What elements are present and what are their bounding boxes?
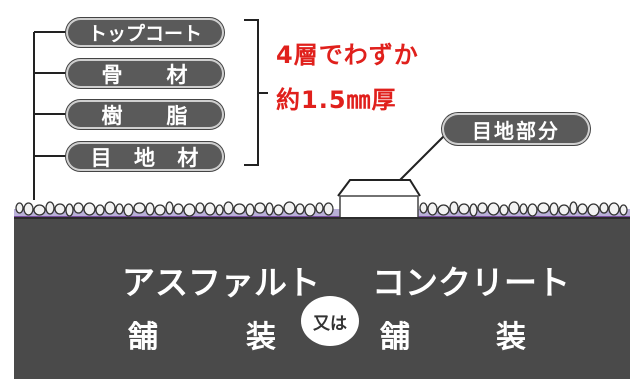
aggregate-stone [23,202,34,216]
aggregate-stone [499,204,509,216]
aggregate-stone [115,203,124,215]
aggregate-stone [154,204,166,216]
aggregate-stone [469,203,478,217]
aggregate-stone [183,203,196,217]
layer-aggregate-char-2: 材 [166,62,189,87]
joint-fill [339,195,419,220]
joint-label: 目地部分 [442,113,590,145]
aggregate-stone [133,202,146,214]
aggregate-stone [577,203,588,215]
aggregate-stone [295,203,305,215]
aggregate-stone [519,203,528,215]
aggregate-stone [233,203,246,215]
concrete-sub-1: 舗 [380,320,410,355]
aggregate-stone [54,203,66,215]
aggregate-stone [315,202,324,214]
aggregate-stone [273,204,284,216]
aggregate-stone [477,202,488,214]
aggregate-stone [449,201,459,215]
aggregate-stone [15,202,24,214]
aggregate-stone [549,202,559,216]
aggregate-stone [145,202,155,216]
aggregate-stone [283,201,296,215]
aggregate-stones [15,201,628,217]
aggregate-stone [608,202,620,216]
aggregate-stone [458,203,470,215]
aggregate-stone [254,202,266,214]
aggregate-stone [173,203,184,215]
aggregate-stone [587,203,600,217]
aggregate-stone [304,203,316,217]
spec-line-2: 約1.5㎜厚 [276,86,397,114]
aggregate-stone [427,202,438,216]
layer-joint-material-char-3: 材 [177,145,200,170]
concrete-title: コンクリート [372,263,570,302]
layer-resin: 樹 脂 [66,100,224,129]
aggregate-stone [83,202,96,216]
aggregate-stone [527,203,538,217]
aggregate-stone [204,202,216,216]
aggregate-stone [73,202,84,214]
spec-line-1: 4層でわずか [276,41,419,69]
layer-topcoat: トップコート [66,18,224,47]
layer-joint-material-char-2: 地 [133,145,156,170]
aggregate-stone [33,204,46,216]
aggregate-stone [419,202,428,214]
aggregate-stone [323,202,334,216]
asphalt-sub-1: 舗 [128,320,158,355]
aggregate-stone [508,201,520,215]
aggregate-stone [619,204,628,216]
layer-aggregate: 骨 材 [66,59,224,88]
aggregate-stone [95,204,105,216]
aggregate-stone [195,202,205,214]
aggregate-stone [569,201,578,215]
layer-joint-material-char-1: 目 [90,145,113,170]
layer-topcoat-label: トップコート [87,23,202,45]
layer-resin-char-1: 樹 [101,103,124,128]
joint-callout [337,133,447,197]
aggregate-stone [245,203,255,217]
layer-resin-char-2: 脂 [166,103,189,128]
aggregate-stone [104,201,116,215]
layer-bracket [244,19,268,166]
asphalt-title: アスファルト [122,263,320,302]
layer-joint-material: 目 地 材 [66,142,224,171]
aggregate-stone [165,201,174,215]
concrete-sub-2: 装 [496,320,526,355]
aggregate-stone [45,201,55,215]
layer-aggregate-char-1: 骨 [101,62,124,87]
aggregate-stone [558,204,570,216]
aggregate-stone [65,203,74,217]
aggregate-stone [487,202,500,216]
aggregate-stone [123,203,134,217]
aggregate-stone [437,204,450,216]
layer-connector [33,31,66,200]
or-badge: 又は [301,296,359,346]
aggregate-stone [265,202,274,216]
aggregate-stone [537,202,550,214]
aggregate-stone [215,204,224,216]
aggregate-stone [223,201,234,215]
asphalt-sub-2: 装 [246,320,276,355]
aggregate-stone [599,202,609,214]
